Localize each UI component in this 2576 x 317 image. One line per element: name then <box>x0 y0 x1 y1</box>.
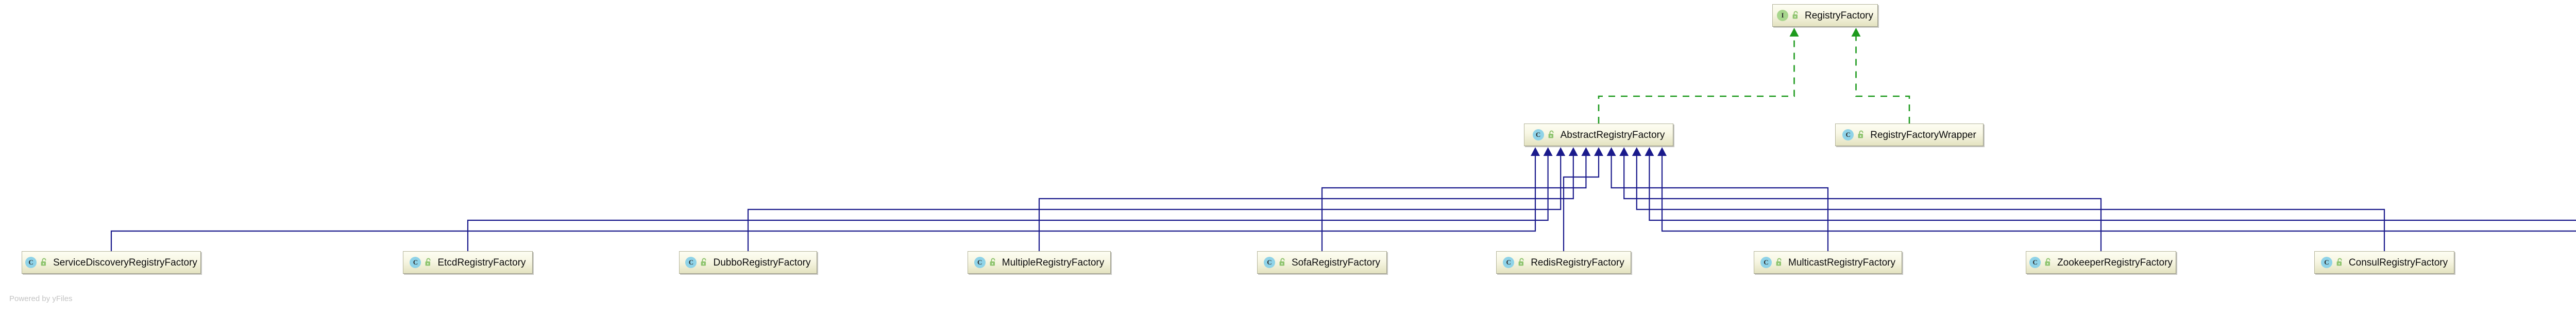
extends-arrowhead-redis-registry-factory <box>1594 147 1603 156</box>
uml-node-sofa-registry-factory[interactable]: C SofaRegistryFactory <box>1257 251 1387 274</box>
unlocked-padlock-icon <box>1279 258 1287 267</box>
unlocked-padlock-icon <box>1775 258 1784 267</box>
extends-edge-zookeeper-registry-factory <box>1623 156 2102 251</box>
extends-edge-abstract-registry-factory-deprecated <box>1649 156 2576 221</box>
node-icon-group: C <box>1263 257 1287 268</box>
uml-node-multiple-registry-factory[interactable]: C MultipleRegistryFactory <box>968 251 1111 274</box>
class-badge-icon: C <box>1760 257 1772 268</box>
unlocked-padlock-icon <box>2044 258 2053 267</box>
implements-edge-abstract-registry-factory <box>1598 37 1795 124</box>
extends-edge-sofa-registry-factory <box>1321 156 1587 251</box>
node-icon-group: C <box>1532 129 1556 140</box>
class-badge-icon: C <box>1263 257 1275 268</box>
uml-node-label: RegistryFactory <box>1804 10 1874 21</box>
unlocked-padlock-icon <box>989 258 997 267</box>
class-badge-icon: C <box>1532 129 1544 140</box>
extends-arrowhead-multiple-registry-factory <box>1568 147 1578 156</box>
uml-node-abstract-registry-factory[interactable]: C AbstractRegistryFactory <box>1524 124 1673 146</box>
class-badge-icon: C <box>2320 257 2332 268</box>
implements-edge-registry-factory-wrapper <box>1855 37 1910 124</box>
node-icon-group: C <box>2029 257 2053 268</box>
extends-arrowhead-dubbo-registry-factory <box>1556 147 1566 156</box>
class-badge-icon: C <box>410 257 421 268</box>
uml-node-redis-registry-factory[interactable]: C RedisRegistryFactory <box>1496 251 1631 274</box>
extends-arrowhead-zookeeper-registry-factory <box>1619 147 1629 156</box>
extends-edge-service-discovery-registry-factory <box>110 156 1536 251</box>
class-badge-icon: C <box>685 257 697 268</box>
extends-edge-consul-registry-factory <box>1636 156 2385 251</box>
extends-arrowhead-etcd-registry-factory <box>1543 147 1553 156</box>
uml-node-consul-registry-factory[interactable]: C ConsulRegistryFactory <box>2314 251 2454 274</box>
class-badge-icon: C <box>2029 257 2041 268</box>
node-icon-group: I <box>1776 10 1800 21</box>
extends-edge-dubbo-registry-factory <box>747 156 1562 251</box>
unlocked-padlock-icon <box>2336 258 2344 267</box>
class-badge-icon: C <box>25 257 37 268</box>
extends-edge-multiple-registry-factory <box>1038 156 1574 251</box>
unlocked-padlock-icon <box>1548 130 1556 139</box>
node-icon-group: C <box>25 257 48 268</box>
extends-arrowhead-nacos-registry-factory <box>1657 147 1667 156</box>
uml-node-service-discovery-registry-factory[interactable]: C ServiceDiscoveryRegistryFactory <box>22 251 201 274</box>
uml-node-label: SofaRegistryFactory <box>1291 257 1381 268</box>
class-badge-icon: C <box>974 257 986 268</box>
uml-node-label: ConsulRegistryFactory <box>2348 257 2448 268</box>
implements-arrowhead-abstract-registry-factory <box>1789 28 1799 37</box>
uml-node-registry-factory[interactable]: I RegistryFactory <box>1772 4 1878 27</box>
extends-arrowhead-multicast-registry-factory <box>1606 147 1616 156</box>
unlocked-padlock-icon <box>700 258 708 267</box>
class-badge-icon: C <box>1842 129 1854 140</box>
unlocked-padlock-icon <box>40 258 48 267</box>
extends-edge-etcd-registry-factory <box>467 156 1549 251</box>
unlocked-padlock-icon <box>1857 130 1866 139</box>
node-icon-group: C <box>974 257 997 268</box>
unlocked-padlock-icon <box>1518 258 1526 267</box>
uml-node-label: MulticastRegistryFactory <box>1788 257 1895 268</box>
extends-arrowhead-consul-registry-factory <box>1632 147 1641 156</box>
uml-node-label: EtcdRegistryFactory <box>437 257 526 268</box>
uml-node-label: MultipleRegistryFactory <box>1002 257 1105 268</box>
node-icon-group: C <box>410 257 433 268</box>
extends-edge-nacos-registry-factory <box>1661 156 2576 232</box>
unlocked-padlock-icon <box>425 258 433 267</box>
extends-arrowhead-service-discovery-registry-factory <box>1531 147 1540 156</box>
uml-node-registry-factory-wrapper[interactable]: C RegistryFactoryWrapper <box>1835 124 1984 146</box>
interface-badge-icon: I <box>1776 10 1788 21</box>
uml-node-label: RegistryFactoryWrapper <box>1870 129 1976 140</box>
implements-arrowhead-registry-factory-wrapper <box>1851 28 1861 37</box>
extends-edge-multicast-registry-factory <box>1611 156 1829 251</box>
class-badge-icon: C <box>1503 257 1515 268</box>
node-icon-group: C <box>1842 129 1866 140</box>
node-icon-group: C <box>1503 257 1526 268</box>
uml-node-dubbo-registry-factory[interactable]: C DubboRegistryFactory <box>679 251 817 274</box>
node-icon-group: C <box>2320 257 2344 268</box>
unlocked-padlock-icon <box>1792 11 1800 20</box>
node-icon-group: C <box>1760 257 1784 268</box>
uml-node-label: AbstractRegistryFactory <box>1560 129 1665 140</box>
uml-node-label: ServiceDiscoveryRegistryFactory <box>53 257 197 268</box>
extends-arrowhead-abstract-registry-factory-deprecated <box>1645 147 1654 156</box>
uml-node-label: ZookeeperRegistryFactory <box>2057 257 2173 268</box>
uml-node-zookeeper-registry-factory[interactable]: C ZookeeperRegistryFactory <box>2026 251 2176 274</box>
extends-arrowhead-sofa-registry-factory <box>1581 147 1591 156</box>
extends-edge-redis-registry-factory <box>1563 156 1600 251</box>
uml-node-etcd-registry-factory[interactable]: C EtcdRegistryFactory <box>403 251 533 274</box>
node-icon-group: C <box>685 257 708 268</box>
uml-node-multicast-registry-factory[interactable]: C MulticastRegistryFactory <box>1754 251 1902 274</box>
uml-node-label: RedisRegistryFactory <box>1531 257 1624 268</box>
uml-node-label: DubboRegistryFactory <box>713 257 811 268</box>
yfiles-credit-label: Powered by yFiles <box>9 294 73 303</box>
